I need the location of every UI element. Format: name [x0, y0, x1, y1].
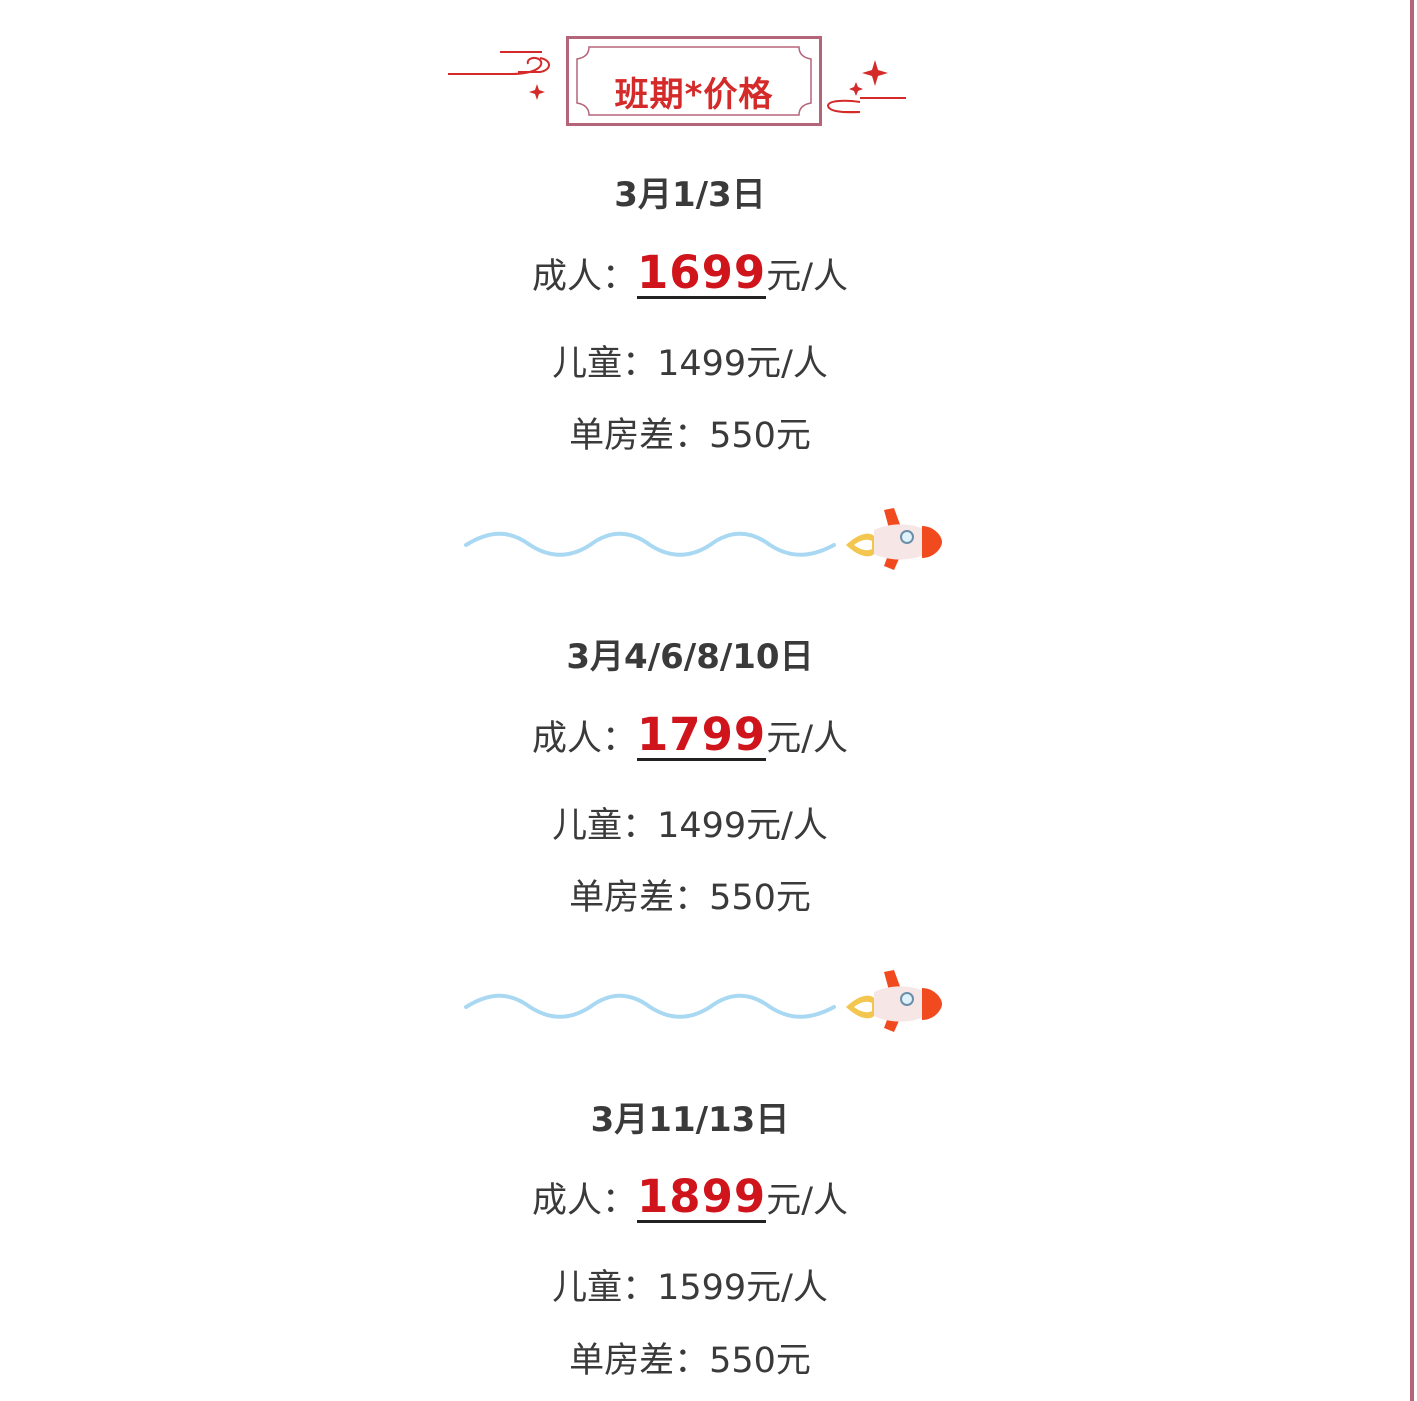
single-room-line: 单房差：550元 [569, 878, 811, 918]
departure-dates: 3月11/13日 [590, 1100, 790, 1140]
adult-price: 1699 [636, 246, 767, 299]
adult-price: 1799 [636, 708, 767, 761]
adult-unit: 元/人 [766, 719, 849, 759]
sparkle-swirl-right-icon [827, 60, 906, 114]
wave-rocket-divider-icon [464, 508, 942, 570]
single-room-line: 单房差：550元 [569, 1341, 811, 1381]
adult-price-line: 成人：1899元/人 [0, 1172, 1380, 1223]
section-title-ornament: 班期*价格 [440, 30, 910, 140]
adult-price-line: 成人：1699元/人 [0, 248, 1380, 299]
adult-unit: 元/人 [766, 257, 849, 297]
page-title: 班期*价格 [614, 75, 774, 115]
single-room-line: 单房差：550元 [569, 416, 811, 456]
adult-unit: 元/人 [766, 1181, 849, 1221]
wave-rocket-divider-icon [464, 970, 942, 1032]
departure-dates: 3月1/3日 [614, 175, 766, 215]
child-price-line: 儿童：1599元/人 [552, 1268, 828, 1308]
adult-price-line: 成人：1799元/人 [0, 710, 1380, 761]
adult-label: 成人： [531, 1181, 637, 1221]
cloud-swirl-left-icon [448, 51, 550, 100]
child-price-line: 儿童：1499元/人 [552, 344, 828, 384]
departure-dates: 3月4/6/8/10日 [566, 637, 814, 677]
title-frame: 班期*价格 [566, 36, 822, 126]
child-price-line: 儿童：1499元/人 [552, 806, 828, 846]
adult-label: 成人： [531, 719, 637, 759]
adult-price: 1899 [636, 1170, 767, 1223]
adult-label: 成人： [531, 257, 637, 297]
title-inner-frame [576, 46, 812, 116]
right-border [1410, 0, 1414, 1401]
